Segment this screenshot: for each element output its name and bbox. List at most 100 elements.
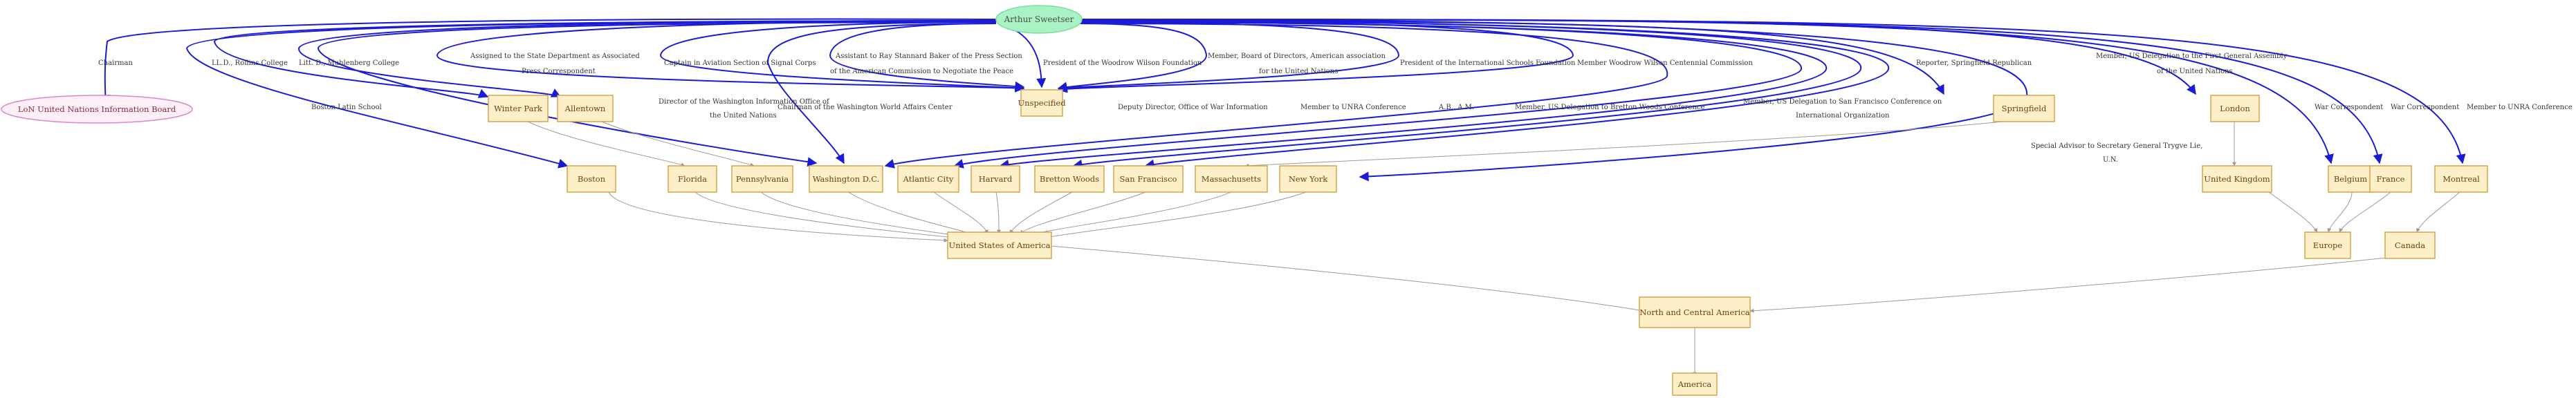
label-reporter: Reporter, Springfield Republican [1916, 59, 2032, 67]
label-sf-conf-2: International Organization [1796, 112, 1890, 120]
node-allentown-label: Allentown [564, 104, 606, 113]
node-lon[interactable]: LoN United Nations Information Board [1, 95, 193, 124]
label-state-dept-1: Assigned to the State Department as Asso… [470, 53, 640, 60]
label-wilson-centennial: Member Woodrow Wilson Centennial Commiss… [1577, 59, 1753, 67]
label-special-advisor-1: Special Advisor to Secretary General Try… [2031, 142, 2202, 150]
edge-unra-conf-2 [1078, 19, 2466, 164]
label-first-ga-1: Member, US Delegation to the First Gener… [2096, 53, 2288, 60]
edge-litt-muhlenberg [297, 20, 997, 97]
node-unspecified[interactable]: Unspecified [1018, 89, 1066, 117]
node-winter-park[interactable]: Winter Park [488, 95, 549, 122]
edge-springfield-mass [1244, 118, 2027, 168]
node-massachusetts-label: Massachusetts [1202, 174, 1261, 184]
edge-winterpark-florida [519, 117, 686, 167]
label-baker-2: of the American Commission to Negotiate … [830, 68, 1013, 75]
label-unra-conf: Member to UNRA Conference [1300, 104, 1406, 111]
node-winter-park-label: Winter Park [494, 104, 543, 113]
edge-atlantic-usa [933, 191, 988, 234]
node-canada-label: Canada [2395, 240, 2425, 250]
edge-uk-europe [2268, 191, 2318, 233]
label-director-1: Director of the Washington Information O… [659, 98, 830, 106]
edge-sf-conf [1078, 20, 1890, 169]
root-edges [100, 18, 2466, 182]
edge-chairman [100, 18, 997, 105]
label-chairman: Chairman [98, 59, 133, 67]
node-france[interactable]: France [2369, 165, 2412, 193]
label-litt-muhlenberg: Litt. D., Muhlenberg College [299, 59, 399, 67]
label-lld-rollins: LL.D., Rollins College [212, 59, 288, 67]
label-ab-am: A.B., A.M. [1438, 104, 1474, 111]
edge-chairman-wwac [766, 23, 997, 164]
edge-usa-nca [1049, 245, 1644, 313]
node-san-francisco-label: San Francisco [1120, 174, 1177, 184]
node-north-central-america-label: North and Central America [1639, 307, 1749, 317]
label-director-2: the United Nations [710, 112, 777, 120]
label-first-ga-2: of the United Nations [2157, 68, 2233, 75]
label-state-dept-2: Press Correspondent [522, 68, 596, 75]
label-wilson-foundation: President of the Woodrow Wilson Foundati… [1043, 59, 1202, 67]
node-massachusetts[interactable]: Massachusetts [1195, 165, 1268, 193]
edge-florida-usa [694, 191, 955, 240]
node-belgium-label: Belgium [2334, 174, 2367, 184]
label-boston-latin: Boston Latin School [311, 104, 382, 111]
node-france-label: France [2377, 174, 2405, 184]
edge-harvard-usa [995, 191, 1001, 234]
edge-pennsylvania-usa [760, 191, 962, 238]
node-canada[interactable]: Canada [2384, 231, 2436, 259]
node-pennsylvania[interactable]: Pennsylvania [731, 165, 793, 193]
label-board-1: Member, Board of Directors, American ass… [1208, 53, 1386, 60]
node-springfield-label: Springfield [2002, 104, 2047, 113]
edge-ny-usa [1045, 191, 1307, 239]
node-lon-label: LoN United Nations Information Board [18, 104, 176, 114]
node-allentown[interactable]: Allentown [557, 95, 614, 122]
node-harvard[interactable]: Harvard [970, 165, 1020, 193]
edge-canada-nca [1749, 256, 2394, 313]
node-atlantic-city[interactable]: Atlantic City [897, 165, 959, 193]
node-springfield[interactable]: Springfield [1993, 95, 2055, 122]
node-montreal[interactable]: Montreal [2434, 165, 2488, 193]
node-belgium[interactable]: Belgium [2328, 165, 2373, 193]
node-bretton-woods-label: Bretton Woods [1040, 174, 1099, 184]
node-boston[interactable]: Boston [567, 165, 616, 193]
node-usa-label: United States of America [949, 240, 1051, 250]
node-harvard-label: Harvard [979, 174, 1013, 184]
node-new-york[interactable]: New York [1279, 165, 1337, 193]
label-baker-1: Assistant to Ray Stannard Baker of the P… [835, 53, 1022, 60]
node-london[interactable]: London [2210, 95, 2260, 122]
edge-sf-usa [1019, 191, 1146, 234]
label-unra-conf-2: Member to UNRA Conference [2467, 104, 2573, 111]
node-washington[interactable]: Washington D.C. [809, 165, 883, 193]
node-america[interactable]: America [1672, 372, 1718, 396]
node-united-kingdom-label: United Kingdom [2204, 174, 2270, 184]
label-intl-schools: President of the International Schools F… [1400, 59, 1576, 67]
edge-labels: Chairman Boston Latin School LL.D., Roll… [98, 53, 2573, 164]
node-florida[interactable]: Florida [668, 165, 717, 193]
edge-france-europe [2339, 191, 2391, 233]
node-unspecified-label: Unspecified [1018, 98, 1066, 108]
node-montreal-label: Montreal [2442, 174, 2480, 184]
edge-reporter [1078, 20, 1944, 95]
label-deputy-owi: Deputy Director, Office of War Informati… [1118, 104, 1268, 111]
node-root[interactable]: Arthur Sweetser [995, 5, 1083, 34]
node-united-kingdom[interactable]: United Kingdom [2202, 165, 2272, 193]
edge-baker [829, 23, 1025, 91]
edge-ab-am [999, 21, 1828, 169]
edge-bretton-usa [1009, 191, 1073, 234]
node-europe[interactable]: Europe [2304, 231, 2351, 259]
node-atlantic-city-label: Atlantic City [903, 174, 954, 184]
label-special-advisor-2: U.N. [2103, 156, 2118, 164]
edge-washington-usa [847, 191, 976, 236]
node-usa[interactable]: United States of America [947, 231, 1052, 259]
node-europe-label: Europe [2313, 240, 2343, 250]
edge-board [1057, 23, 1208, 92]
edge-wilson-foundation [1009, 27, 1047, 88]
geo-edges [519, 117, 2460, 377]
label-board-2: for the United Nations [1259, 68, 1338, 75]
node-north-central-america[interactable]: North and Central America [1639, 296, 1751, 328]
edge-director [317, 21, 997, 167]
node-bretton-woods[interactable]: Bretton Woods [1034, 165, 1105, 193]
node-san-francisco[interactable]: San Francisco [1113, 165, 1184, 193]
edge-montreal-canada [2416, 191, 2460, 233]
label-signal-corps: Captain in Aviation Section of Signal Co… [664, 59, 816, 67]
label-sf-conf-1: Member, US Delegation to San Francisco C… [1743, 98, 1942, 106]
